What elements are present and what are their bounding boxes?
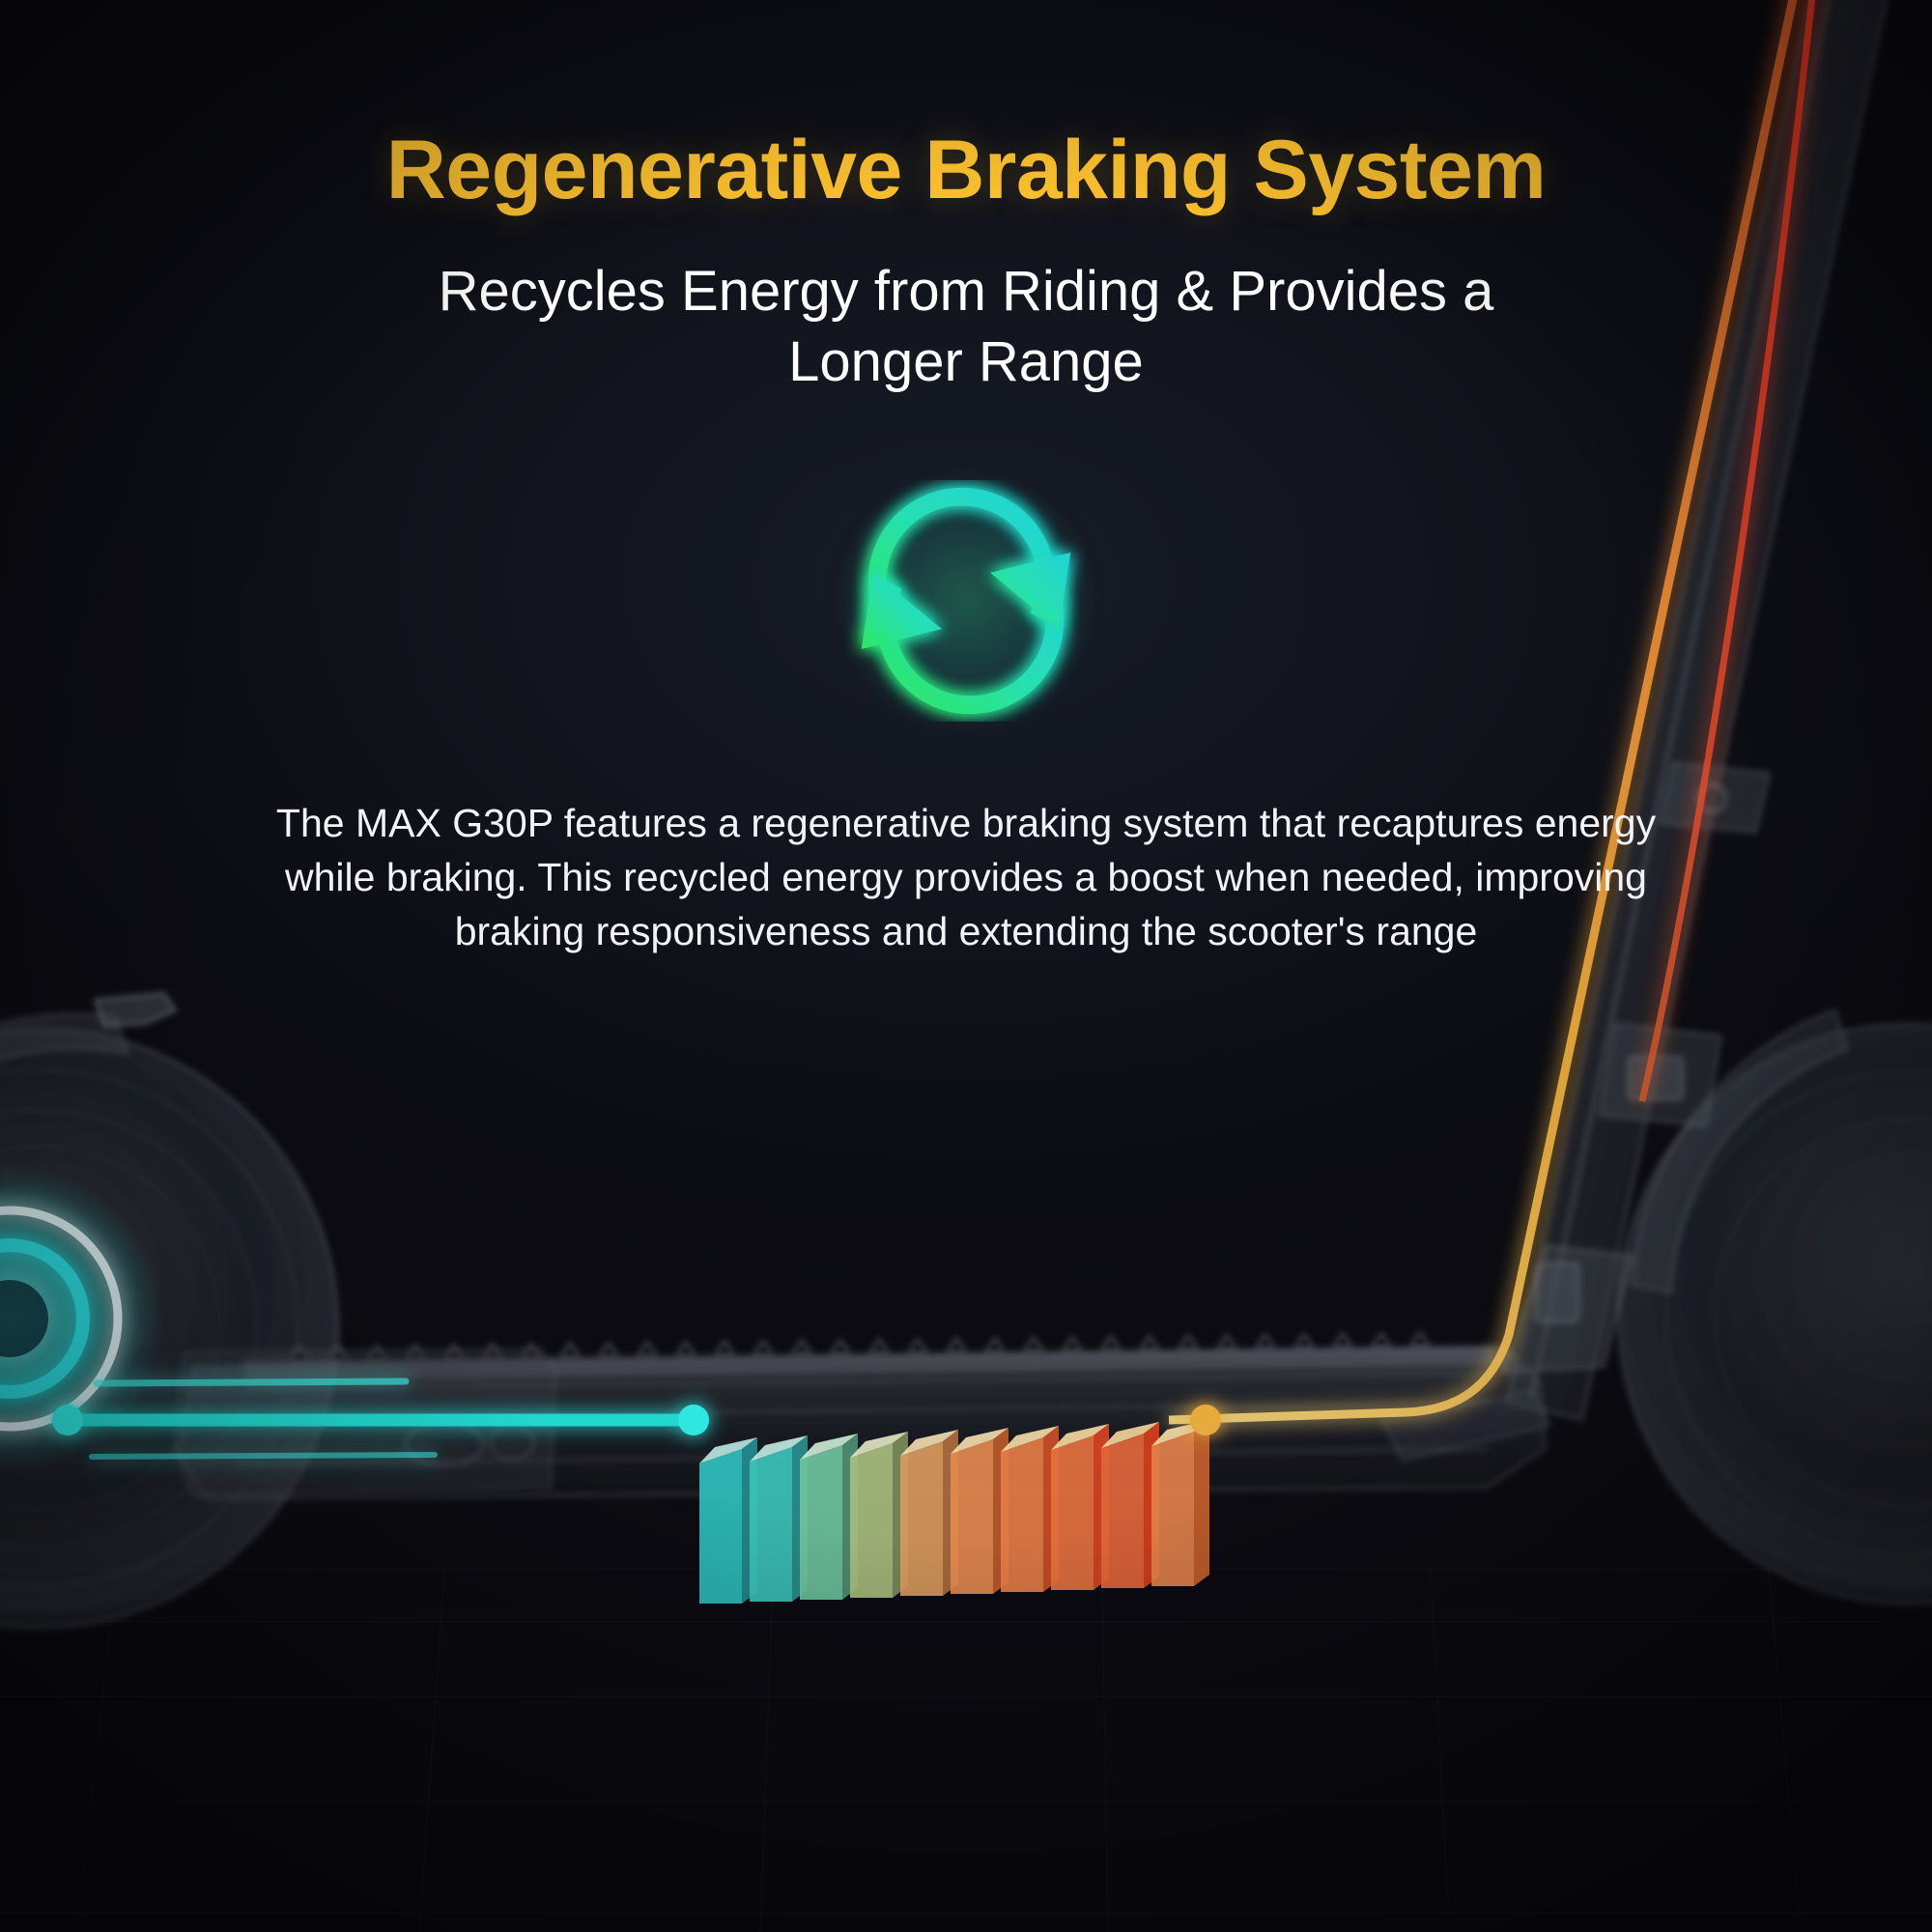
- page-subtitle: Recycles Energy from Riding & Provides a…: [438, 259, 1494, 393]
- energy-cable-in: [51, 1378, 709, 1460]
- rear-hub-motor-glow: [0, 1164, 164, 1473]
- content-block: Regenerative Braking System Recycles Ene…: [0, 0, 1932, 958]
- battery-cell: [750, 1435, 808, 1602]
- feature-description: The MAX G30P features a regenerative bra…: [275, 801, 1657, 953]
- rear-wheel: [0, 991, 340, 1630]
- page-title: Regenerative Braking System: [385, 124, 1547, 216]
- battery-cell: [800, 1434, 858, 1600]
- battery-cell: [1101, 1422, 1159, 1588]
- recycle-arrows-icon: [861, 487, 1071, 715]
- front-wheel: [1616, 1008, 1932, 1605]
- battery-cell: [699, 1437, 757, 1604]
- battery-cell: [1001, 1426, 1059, 1592]
- feature-icon: [826, 461, 1106, 742]
- battery-cell: [1051, 1424, 1109, 1590]
- floor-grid: [0, 1565, 1932, 1932]
- battery-cell: [900, 1430, 958, 1596]
- battery-cell: [951, 1428, 1009, 1594]
- battery-cell: [850, 1432, 908, 1598]
- deck-battery-pack: [699, 1405, 1221, 1604]
- battery-cell: [1151, 1420, 1209, 1586]
- deck: [172, 1329, 1548, 1501]
